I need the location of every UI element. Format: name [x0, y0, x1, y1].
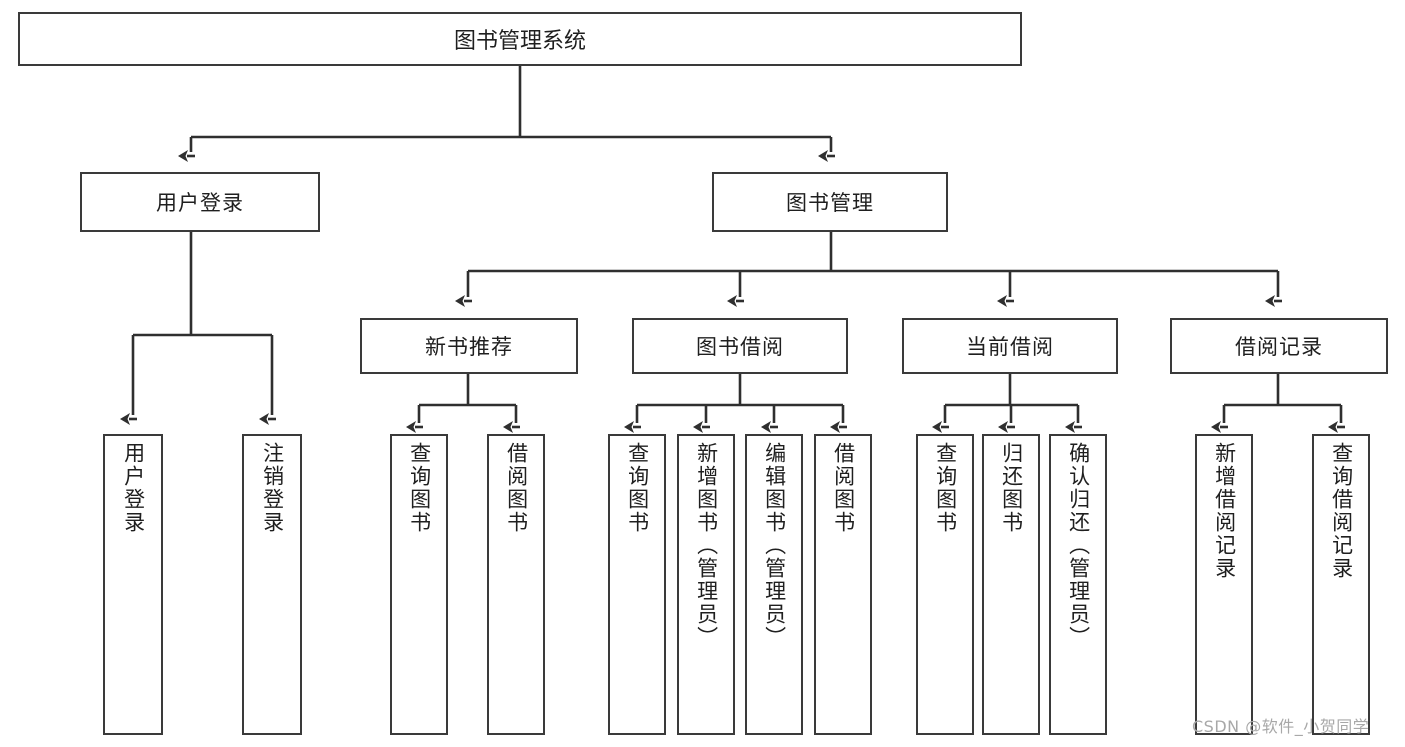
- leaf-label: 编辑图书（管理员）: [762, 442, 787, 649]
- node-label: 新书推荐: [425, 335, 513, 359]
- node-label: 图书管理: [786, 191, 874, 215]
- node-label: 图书借阅: [696, 335, 784, 359]
- leaf-label: 查询图书: [933, 442, 958, 534]
- csdn-watermark: CSDN @软件_小贺同学: [1192, 717, 1370, 736]
- leaf-label: 查询图书: [407, 442, 432, 534]
- leaf-current-confirm-return-admin[interactable]: 确认归还（管理员）: [1049, 434, 1107, 735]
- leaf-user-login-logout[interactable]: 注销登录: [242, 434, 302, 735]
- leaf-label: 新增借阅记录: [1212, 442, 1237, 580]
- node-root-system[interactable]: 图书管理系统: [18, 12, 1022, 66]
- leaf-label: 归还图书: [999, 442, 1024, 534]
- node-user-login[interactable]: 用户登录: [80, 172, 320, 232]
- leaf-current-query-book[interactable]: 查询图书: [916, 434, 974, 735]
- leaf-borrow-edit-book-admin[interactable]: 编辑图书（管理员）: [745, 434, 803, 735]
- leaf-user-login-login[interactable]: 用户登录: [103, 434, 163, 735]
- node-current-borrow[interactable]: 当前借阅: [902, 318, 1118, 374]
- leaf-borrow-borrow-book[interactable]: 借阅图书: [814, 434, 872, 735]
- node-book-management[interactable]: 图书管理: [712, 172, 948, 232]
- node-label: 用户登录: [156, 191, 244, 215]
- leaf-record-query-record[interactable]: 查询借阅记录: [1312, 434, 1370, 735]
- node-new-book-recommend[interactable]: 新书推荐: [360, 318, 578, 374]
- node-label: 当前借阅: [966, 335, 1054, 359]
- leaf-label: 注销登录: [260, 442, 285, 534]
- node-label: 图书管理系统: [453, 29, 586, 54]
- leaf-current-return-book[interactable]: 归还图书: [982, 434, 1040, 735]
- leaf-label: 确认归还（管理员）: [1066, 442, 1091, 649]
- leaf-newbook-borrow-book[interactable]: 借阅图书: [487, 434, 545, 735]
- leaf-label: 用户登录: [121, 442, 146, 534]
- leaf-borrow-query-book[interactable]: 查询图书: [608, 434, 666, 735]
- leaf-borrow-add-book-admin[interactable]: 新增图书（管理员）: [677, 434, 735, 735]
- leaf-label: 查询图书: [625, 442, 650, 534]
- leaf-record-add-record[interactable]: 新增借阅记录: [1195, 434, 1253, 735]
- leaf-label: 借阅图书: [504, 442, 529, 534]
- leaf-label: 查询借阅记录: [1329, 442, 1354, 580]
- leaf-label: 借阅图书: [831, 442, 856, 534]
- node-book-borrow[interactable]: 图书借阅: [632, 318, 848, 374]
- leaf-label: 新增图书（管理员）: [694, 442, 719, 649]
- node-borrow-record[interactable]: 借阅记录: [1170, 318, 1388, 374]
- node-label: 借阅记录: [1235, 335, 1323, 359]
- leaf-newbook-query-book[interactable]: 查询图书: [390, 434, 448, 735]
